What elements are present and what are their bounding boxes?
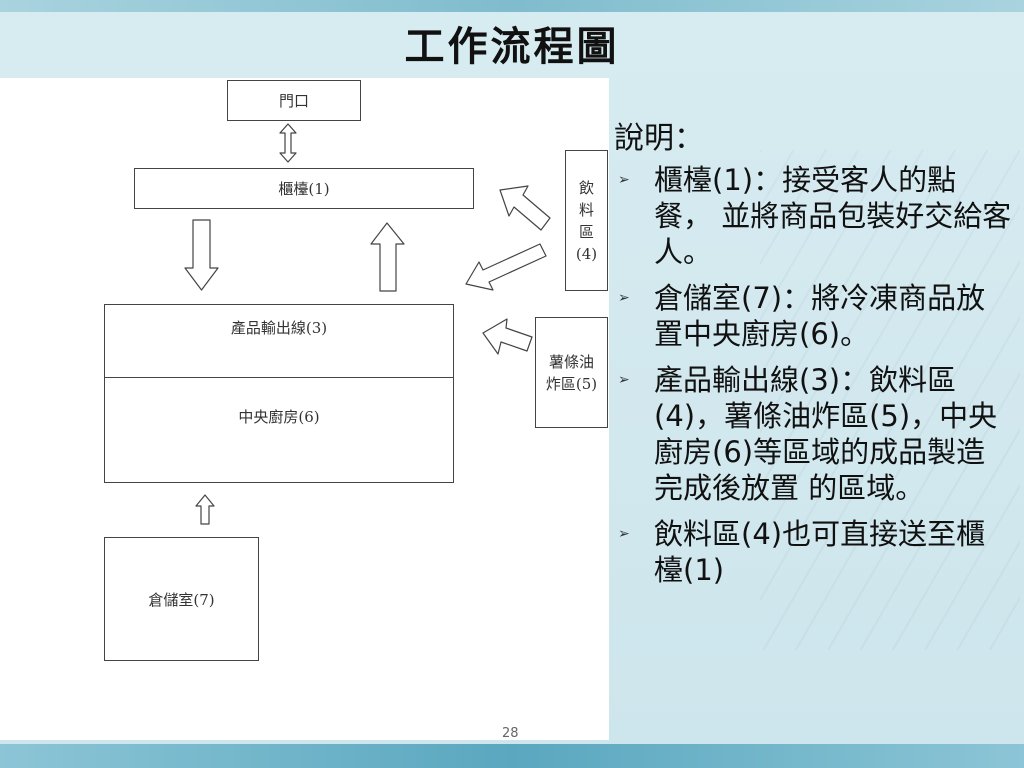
- counter-label: 櫃檯(1): [278, 180, 330, 198]
- fries-label-2: 炸區(5): [545, 374, 598, 393]
- description-panel: 說明： ➢ 櫃檯(1)：接受客人的點餐， 並將商品包裝好交給客人。 ➢ 倉儲室(…: [614, 120, 1024, 598]
- list-item: ➢ 產品輸出線(3)：飲料區(4)，薯條油炸區(5)，中央廚房(6)等區域的成品…: [614, 362, 1014, 506]
- drinks-label-3: 區: [578, 222, 594, 241]
- list-item-text: 飲料區(4)也可直接送至櫃檯(1): [654, 517, 986, 587]
- drinks-area-box: 飲 料 區 (4): [565, 150, 608, 291]
- list-item-text: 櫃檯(1)：接受客人的點餐， 並將商品包裝好交給客人。: [654, 163, 1012, 269]
- list-item: ➢ 倉儲室(7)：將冷凍商品放置中央廚房(6)。: [614, 280, 1014, 352]
- drinks-label-1: 飲: [578, 178, 594, 197]
- description-heading: 說明：: [614, 121, 704, 156]
- storage-box: 倉儲室(7): [104, 537, 259, 661]
- background-decoration: [760, 150, 1020, 650]
- drinks-to-production-arrow: [465, 243, 547, 291]
- fries-label-1: 薯條油: [548, 352, 594, 371]
- door-counter-double-arrow: [279, 123, 297, 163]
- page-number: 28: [502, 726, 519, 741]
- storage-label: 倉儲室(7): [148, 590, 215, 609]
- list-item-text: 產品輸出線(3)：飲料區(4)，薯條油炸區(5)，中央廚房(6)等區域的成品製造…: [654, 363, 998, 505]
- list-item-text: 倉儲室(7)：將冷凍商品放置中央廚房(6)。: [654, 281, 986, 351]
- list-item: ➢ 櫃檯(1)：接受客人的點餐， 並將商品包裝好交給客人。: [614, 162, 1014, 270]
- bottom-accent-bar: [0, 744, 1024, 768]
- production-line-box: 產品輸出線(3): [104, 304, 454, 378]
- list-item: ➢ 飲料區(4)也可直接送至櫃檯(1): [614, 516, 1014, 588]
- fries-area-box: 薯條油 炸區(5): [535, 317, 608, 428]
- fries-to-production-arrow: [482, 318, 533, 355]
- drinks-label-2: 料: [578, 200, 594, 219]
- arrow-bullet-icon: ➢: [618, 526, 630, 542]
- production-to-counter-arrow: [370, 222, 405, 292]
- central-kitchen-box: 中央廚房(6): [104, 377, 454, 483]
- description-list: ➢ 櫃檯(1)：接受客人的點餐， 並將商品包裝好交給客人。 ➢ 倉儲室(7)：將…: [614, 162, 1024, 588]
- counter-box: 櫃檯(1): [134, 168, 474, 209]
- production-line-label: 產品輸出線(3): [230, 319, 328, 337]
- arrow-bullet-icon: ➢: [618, 290, 630, 306]
- door-box: 門口: [227, 80, 361, 121]
- arrow-bullet-icon: ➢: [618, 172, 630, 188]
- central-kitchen-label: 中央廚房(6): [238, 408, 320, 426]
- storage-to-kitchen-arrow: [195, 494, 215, 525]
- flow-arrows: [184, 123, 551, 525]
- arrow-bullet-icon: ➢: [618, 372, 630, 388]
- drinks-to-counter-arrow: [499, 185, 551, 231]
- slide-title: 工作流程圖: [404, 23, 620, 70]
- door-label: 門口: [278, 92, 309, 110]
- drinks-label-4: (4): [575, 244, 598, 263]
- diagram-panel: 門口 櫃檯(1) 飲 料 區 (4) 薯條油 炸區(5) 產品輸出線(3) 中央…: [0, 78, 609, 740]
- counter-to-production-arrow: [184, 219, 219, 291]
- top-accent-bar: [0, 0, 1024, 12]
